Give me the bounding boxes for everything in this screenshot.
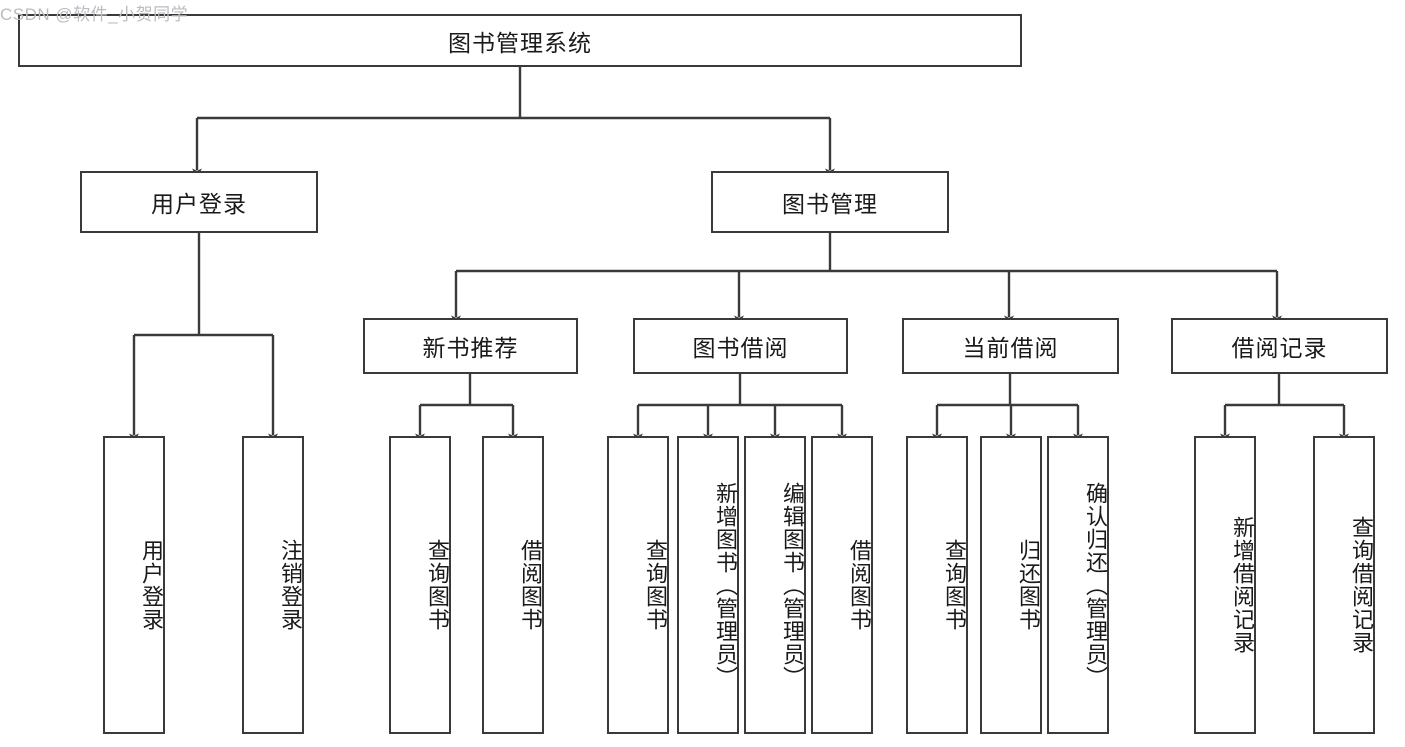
node-leaf-confirm-return[interactable]: 确认归还（管理员）	[1047, 436, 1109, 734]
node-label: 编辑图书（管理员）	[780, 481, 805, 689]
node-label: 新书推荐	[422, 335, 519, 361]
node-root[interactable]: 图书管理系统	[18, 14, 1022, 67]
node-label: 图书管理	[782, 191, 878, 217]
node-label: 当前借阅	[962, 335, 1059, 361]
node-leaf-cur-query[interactable]: 查询图书	[906, 436, 968, 734]
node-label: 借阅图书	[518, 539, 543, 631]
node-book-manage[interactable]: 图书管理	[711, 171, 949, 233]
node-label: 用户登录	[151, 191, 247, 217]
node-borrow-record[interactable]: 借阅记录	[1171, 318, 1388, 374]
node-leaf-borrow-book[interactable]: 借阅图书	[811, 436, 873, 734]
node-leaf-user-login[interactable]: 用户登录	[103, 436, 165, 734]
node-label: 用户登录	[139, 539, 164, 631]
node-leaf-edit-book[interactable]: 编辑图书（管理员）	[744, 436, 806, 734]
node-label: 查询借阅记录	[1349, 516, 1374, 654]
node-label: 查询图书	[425, 539, 450, 631]
csdn-watermark: CSDN @软件_小贺同学	[0, 5, 189, 24]
node-label: 归还图书	[1016, 539, 1041, 631]
node-book-borrow[interactable]: 图书借阅	[633, 318, 848, 374]
node-label: 借阅图书	[847, 539, 872, 631]
node-current-borrow[interactable]: 当前借阅	[902, 318, 1119, 374]
node-leaf-add-book[interactable]: 新增图书（管理员）	[677, 436, 739, 734]
node-leaf-rec-query[interactable]: 查询图书	[389, 436, 451, 734]
node-label: 借阅记录	[1231, 335, 1328, 361]
node-leaf-query-record[interactable]: 查询借阅记录	[1313, 436, 1375, 734]
node-leaf-rec-borrow[interactable]: 借阅图书	[482, 436, 544, 734]
tree-edges	[129, 67, 1349, 443]
node-label: 查询图书	[942, 539, 967, 631]
node-label: 图书管理系统	[448, 29, 592, 56]
node-label: 新增借阅记录	[1230, 516, 1255, 654]
node-leaf-return-book[interactable]: 归还图书	[980, 436, 1042, 734]
node-label: 查询图书	[643, 539, 668, 631]
node-leaf-add-record[interactable]: 新增借阅记录	[1194, 436, 1256, 734]
node-leaf-logout[interactable]: 注销登录	[242, 436, 304, 734]
node-label: 新增图书（管理员）	[713, 481, 738, 689]
node-label: 图书借阅	[692, 335, 789, 361]
node-label: 确认归还（管理员）	[1083, 481, 1108, 689]
node-user-login[interactable]: 用户登录	[80, 171, 318, 233]
node-leaf-borrow-query[interactable]: 查询图书	[607, 436, 669, 734]
node-new-book-rec[interactable]: 新书推荐	[363, 318, 578, 374]
node-label: 注销登录	[278, 539, 303, 631]
